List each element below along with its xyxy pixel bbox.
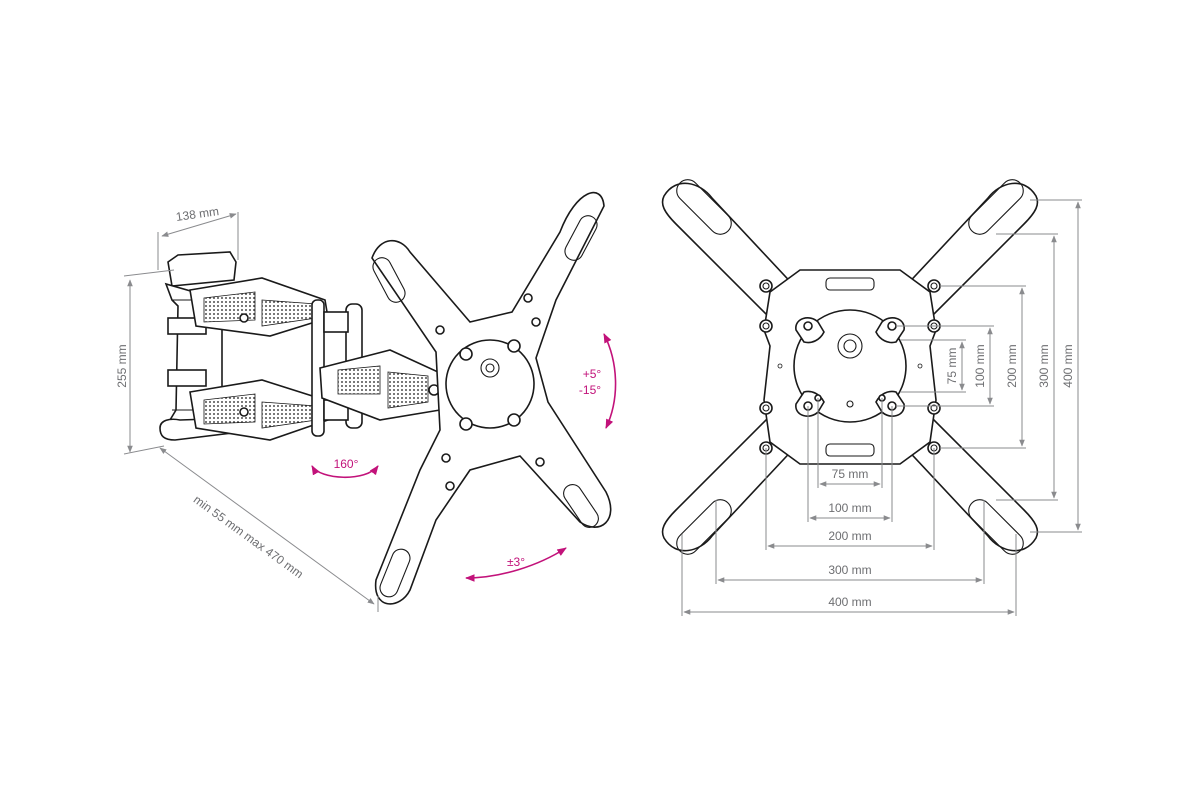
lower-arm — [189, 379, 329, 441]
h-300-label: 300 mm — [828, 563, 871, 577]
vertical-dimensions: 75 mm 100 mm 200 mm 300 mm 400 mm — [896, 199, 1082, 533]
tilt-down-label: -15° — [579, 383, 601, 397]
rotation-label: ±3° — [507, 555, 525, 569]
h-75-label: 75 mm — [832, 467, 869, 481]
h-100-label: 100 mm — [828, 501, 871, 515]
tilt-up-label: +5° — [583, 367, 602, 381]
width-138-label: 138 mm — [175, 204, 220, 224]
side-view: 138 mm 255 mm min 55 mm max 470 mm 160° … — [115, 191, 617, 612]
v-200-label: 200 mm — [1005, 344, 1019, 387]
horizontal-dimensions: 75 mm 100 mm 200 mm 300 mm 400 mm — [681, 398, 1017, 616]
h-400-label: 400 mm — [828, 595, 871, 609]
tilted-vesa-plate — [371, 191, 612, 605]
h-200-label: 200 mm — [828, 529, 871, 543]
upper-arm — [189, 277, 329, 337]
height-255-label: 255 mm — [115, 344, 129, 387]
swivel-160-label: 160° — [334, 457, 359, 471]
front-view: 75 mm 100 mm 200 mm 300 mm 400 mm 75 mm — [661, 179, 1082, 616]
v-100-label: 100 mm — [973, 344, 987, 387]
v-400-label: 400 mm — [1061, 344, 1075, 387]
extension-label: min 55 mm max 470 mm — [191, 492, 306, 581]
v-300-label: 300 mm — [1037, 344, 1051, 387]
v-75-label: 75 mm — [945, 348, 959, 385]
